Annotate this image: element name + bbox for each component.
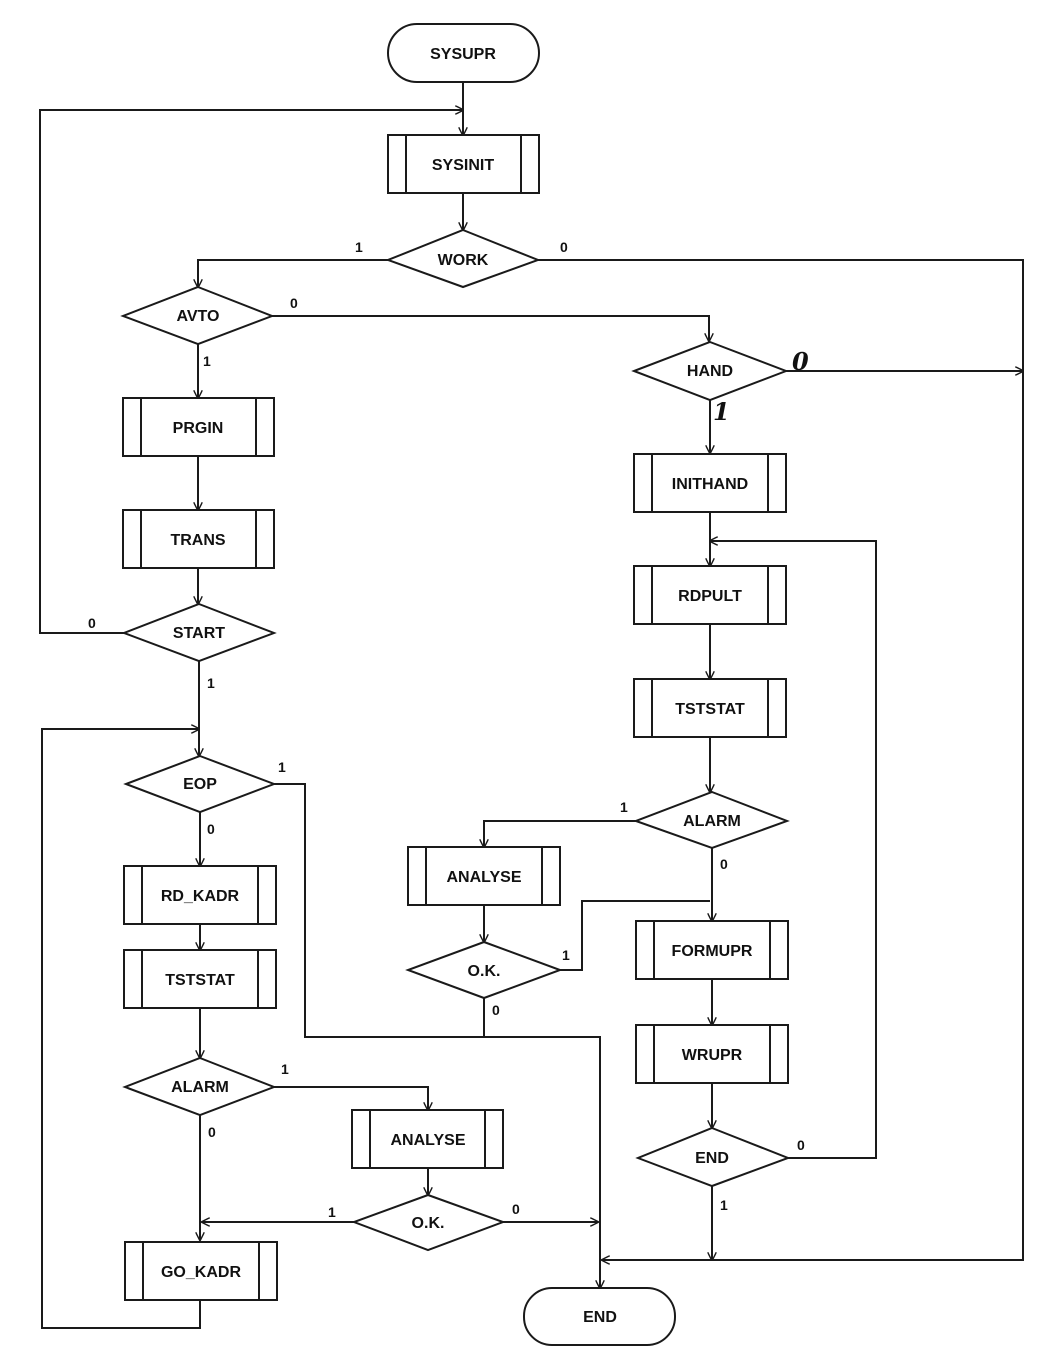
- alarm-right-decision: ALARM: [633, 790, 790, 850]
- avto-decision: AVTO: [120, 285, 275, 346]
- label-avto-yes: 1: [203, 353, 211, 369]
- node-label: START: [173, 625, 225, 642]
- trans-box: TRANS: [122, 509, 275, 569]
- label-ok-left-no: 0: [512, 1201, 520, 1217]
- edge-avto-hand: [272, 315, 709, 341]
- wrupr-box: WRUPR: [635, 1024, 789, 1084]
- label-eop-no: 0: [207, 821, 215, 837]
- eop-decision: EOP: [123, 754, 277, 814]
- edge-gokadr-loop: [41, 729, 201, 1329]
- inithand-box: INITHAND: [633, 453, 787, 513]
- edge-ok-formupr: [560, 900, 710, 971]
- label-start-yes: 1: [207, 675, 215, 691]
- label-end-no: 0: [797, 1137, 805, 1153]
- sysupr-terminal: SYSUPR: [387, 23, 540, 83]
- node-label: END: [695, 1150, 729, 1167]
- edge-work-end: [538, 259, 1024, 1260]
- rd-kadr-box: RD_KADR: [123, 865, 277, 925]
- analyse-left-box: ANALYSE: [351, 1109, 504, 1169]
- edge-eop-exit: [274, 783, 600, 1288]
- node-label: ANALYSE: [447, 869, 522, 886]
- nodes: SYSUPR END SYSINIT PRGIN TRANS RD_KADR: [120, 23, 791, 1346]
- node-label: END: [583, 1309, 617, 1326]
- hand-decision: HAND: [631, 340, 789, 402]
- node-label: O.K.: [468, 963, 501, 980]
- end-decision: END: [635, 1126, 791, 1188]
- tststat-left-box: TSTSTAT: [123, 949, 277, 1009]
- edge-start-loop: [39, 110, 463, 634]
- node-label: O.K.: [412, 1215, 445, 1232]
- label-eop-yes: 1: [278, 759, 286, 775]
- work-decision: WORK: [385, 228, 541, 289]
- node-label: ALARM: [683, 813, 741, 830]
- node-label: SYSUPR: [430, 46, 496, 63]
- node-label: WORK: [438, 252, 489, 269]
- formupr-box: FORMUPR: [635, 920, 789, 980]
- node-label: WRUPR: [682, 1047, 743, 1064]
- node-label: TSTSTAT: [675, 701, 745, 718]
- edge-alarm-analyse: [274, 1086, 428, 1110]
- node-label: SYSINIT: [432, 157, 494, 174]
- edge-alarm-analyse-right: [484, 820, 636, 847]
- label-start-no: 0: [88, 615, 96, 631]
- label-ok-right-no: 0: [492, 1002, 500, 1018]
- start-decision: START: [121, 602, 277, 663]
- node-label: RDPULT: [678, 588, 742, 605]
- rdpult-box: RDPULT: [633, 565, 787, 625]
- node-label: PRGIN: [173, 420, 224, 437]
- node-label: RD_KADR: [161, 888, 240, 905]
- sysinit-box: SYSINIT: [387, 134, 540, 194]
- node-label: AVTO: [177, 308, 220, 325]
- node-label: EOP: [183, 776, 217, 793]
- label-work-no: 0: [560, 239, 568, 255]
- go-kadr-box: GO_KADR: [124, 1241, 278, 1301]
- edge-labels: 1 0 0 1 0 1 0 1 1 0 1 0 1 0 1 0 1 0 0 1: [88, 239, 809, 1220]
- label-ok-right-yes: 1: [562, 947, 570, 963]
- node-label: GO_KADR: [161, 1264, 241, 1281]
- label-alarm-left-no: 0: [208, 1124, 216, 1140]
- label-work-yes: 1: [355, 239, 363, 255]
- ok-right-decision: O.K.: [405, 940, 563, 1000]
- label-hand-no: 0: [792, 347, 809, 376]
- node-label: ALARM: [171, 1079, 229, 1096]
- alarm-left-decision: ALARM: [122, 1056, 277, 1117]
- tststat-right-box: TSTSTAT: [633, 678, 787, 738]
- node-label: INITHAND: [672, 476, 748, 493]
- node-label: HAND: [687, 363, 733, 380]
- label-alarm-left-yes: 1: [281, 1061, 289, 1077]
- end-terminal: END: [523, 1287, 676, 1346]
- edge-work-avto: [198, 259, 388, 287]
- label-alarm-right-no: 0: [720, 856, 728, 872]
- label-hand-yes: 1: [713, 397, 730, 426]
- ok-left-decision: O.K.: [351, 1193, 506, 1252]
- label-ok-left-yes: 1: [328, 1204, 336, 1220]
- node-label: ANALYSE: [391, 1132, 466, 1149]
- label-avto-no: 0: [290, 295, 298, 311]
- node-label: FORMUPR: [672, 943, 753, 960]
- prgin-box: PRGIN: [122, 397, 275, 457]
- analyse-right-box: ANALYSE: [407, 846, 561, 906]
- edge-end-loop: [710, 541, 877, 1159]
- node-label: TSTSTAT: [165, 972, 235, 989]
- label-alarm-right-yes: 1: [620, 799, 628, 815]
- label-end-yes: 1: [720, 1197, 728, 1213]
- edges: [39, 82, 1024, 1329]
- node-label: TRANS: [170, 532, 225, 549]
